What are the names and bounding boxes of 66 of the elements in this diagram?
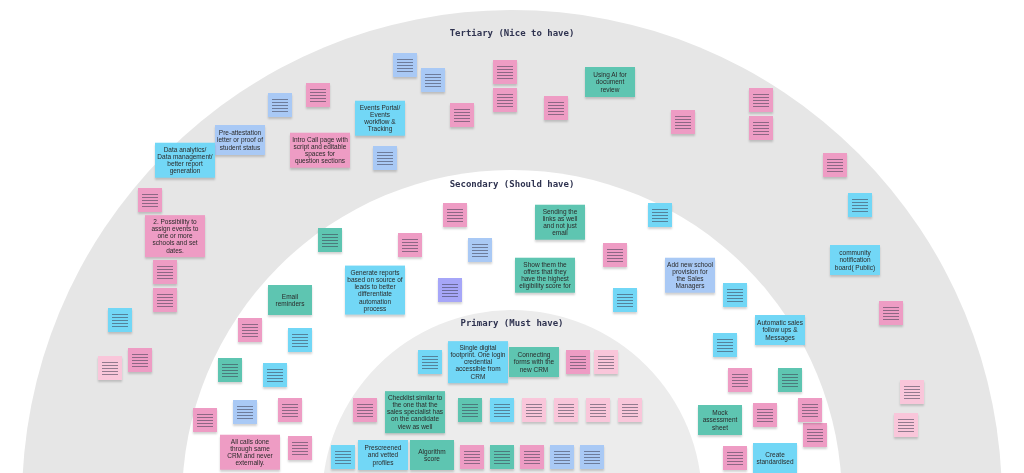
band-heading: Secondary (Should have) <box>449 179 575 189</box>
sticky-note <box>900 380 924 404</box>
sticky-note <box>268 93 292 117</box>
sticky-note <box>450 103 474 127</box>
sticky-note <box>263 363 287 387</box>
sticky-note <box>671 110 695 134</box>
sticky-note <box>520 445 544 469</box>
sticky-note <box>153 288 177 312</box>
sticky-note <box>233 400 257 424</box>
sticky-note <box>544 96 568 120</box>
sticky-note <box>522 398 546 422</box>
sticky-note <box>490 398 514 422</box>
sticky-note <box>550 445 574 469</box>
sticky-note <box>848 193 872 217</box>
sticky-note <box>723 283 747 307</box>
sticky-note <box>618 398 642 422</box>
sticky-note <box>594 350 618 374</box>
sticky-note <box>238 318 262 342</box>
sticky-note <box>153 260 177 284</box>
band-heading: Primary (Must have) <box>460 318 564 328</box>
sticky-note <box>468 238 492 262</box>
sticky-note <box>193 408 217 432</box>
sticky-note <box>98 356 122 380</box>
sticky-note <box>373 146 397 170</box>
sticky-note <box>460 445 484 469</box>
sticky-note <box>603 243 627 267</box>
sticky-note <box>803 423 827 447</box>
sticky-note <box>613 288 637 312</box>
sticky-note <box>728 368 752 392</box>
sticky-note <box>554 398 578 422</box>
sticky-note <box>894 413 918 437</box>
sticky-note <box>438 278 462 302</box>
sticky-note <box>288 328 312 352</box>
sticky-note <box>108 308 132 332</box>
sticky-note <box>580 445 604 469</box>
sticky-note <box>393 53 417 77</box>
sticky-note <box>493 60 517 84</box>
sticky-note <box>458 398 482 422</box>
sticky-note <box>421 68 445 92</box>
sticky-note <box>723 446 747 470</box>
sticky-note <box>713 333 737 357</box>
sticky-note <box>306 83 330 107</box>
sticky-note <box>128 348 152 372</box>
sticky-note <box>218 358 242 382</box>
sticky-note <box>566 350 590 374</box>
sticky-note <box>288 436 312 460</box>
band-heading: Tertiary (Nice to have) <box>449 28 575 38</box>
sticky-note <box>778 368 802 392</box>
sticky-note <box>879 301 903 325</box>
sticky-note <box>398 233 422 257</box>
sticky-note <box>586 398 610 422</box>
sticky-note <box>318 228 342 252</box>
sticky-note <box>138 188 162 212</box>
sticky-note <box>798 398 822 422</box>
sticky-note <box>493 88 517 112</box>
sticky-note <box>331 445 355 469</box>
sticky-note <box>753 403 777 427</box>
sticky-note <box>749 116 773 140</box>
sticky-note <box>353 398 377 422</box>
sticky-note <box>490 445 514 469</box>
sticky-note <box>648 203 672 227</box>
sticky-note <box>443 203 467 227</box>
sticky-note <box>418 350 442 374</box>
sticky-note <box>823 153 847 177</box>
sticky-note <box>278 398 302 422</box>
sticky-note <box>749 88 773 112</box>
